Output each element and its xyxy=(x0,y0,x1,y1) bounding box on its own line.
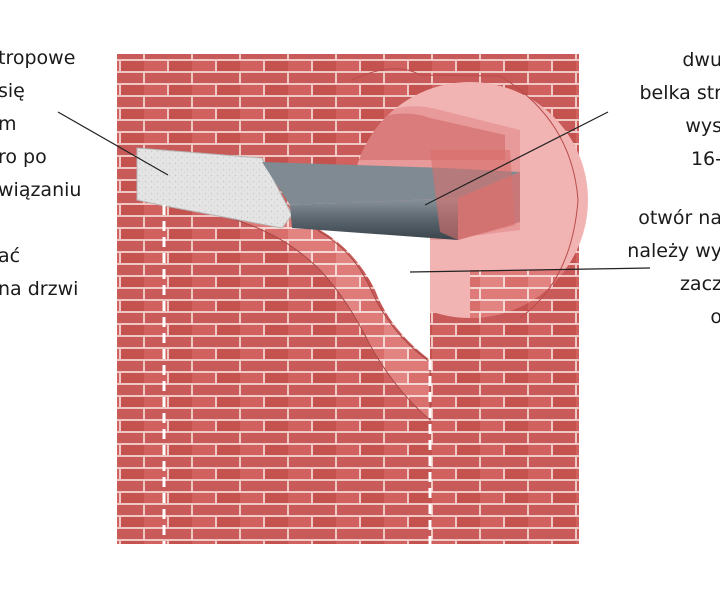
right-top-line-3: wys xyxy=(685,115,720,137)
right-top-line-1: dwu xyxy=(682,49,720,71)
door-opening xyxy=(288,205,430,360)
right-top-line-4: 16- xyxy=(690,148,720,170)
leader-line-left xyxy=(57,111,169,176)
right-mid-line-1: otwór na xyxy=(638,207,720,229)
right-mid-line-4: o xyxy=(710,306,720,328)
left-line-5: wiązaniu xyxy=(0,179,82,201)
cutaway-edge xyxy=(351,68,579,319)
leader-line-right-mid xyxy=(409,267,651,273)
left-line-2: się xyxy=(0,80,25,102)
right-top-line-2: belka str xyxy=(639,82,720,104)
concrete-lintel xyxy=(136,147,293,229)
left-line-8: na drzwi xyxy=(0,278,79,300)
left-line-4: ro po xyxy=(0,146,47,168)
leader-line-right-top xyxy=(424,111,609,206)
steel-beam-front xyxy=(290,198,458,240)
beam-bearing-bricks xyxy=(430,150,515,240)
right-mid-line-3: zacz xyxy=(679,273,720,295)
left-line-1: tropowe xyxy=(0,47,76,69)
right-top-callout-text: dwu belka str wys 16- xyxy=(639,44,720,176)
left-line-3: m xyxy=(0,113,17,135)
right-mid-line-2: należy wy xyxy=(627,240,720,262)
left-line-7: ać xyxy=(0,245,21,267)
demolished-bricks xyxy=(189,199,431,422)
right-mid-callout-text: otwór na należy wy zacz o xyxy=(627,202,720,334)
left-callout-text: tropowe się m ro po wiązaniu ać na drzwi xyxy=(0,42,81,306)
